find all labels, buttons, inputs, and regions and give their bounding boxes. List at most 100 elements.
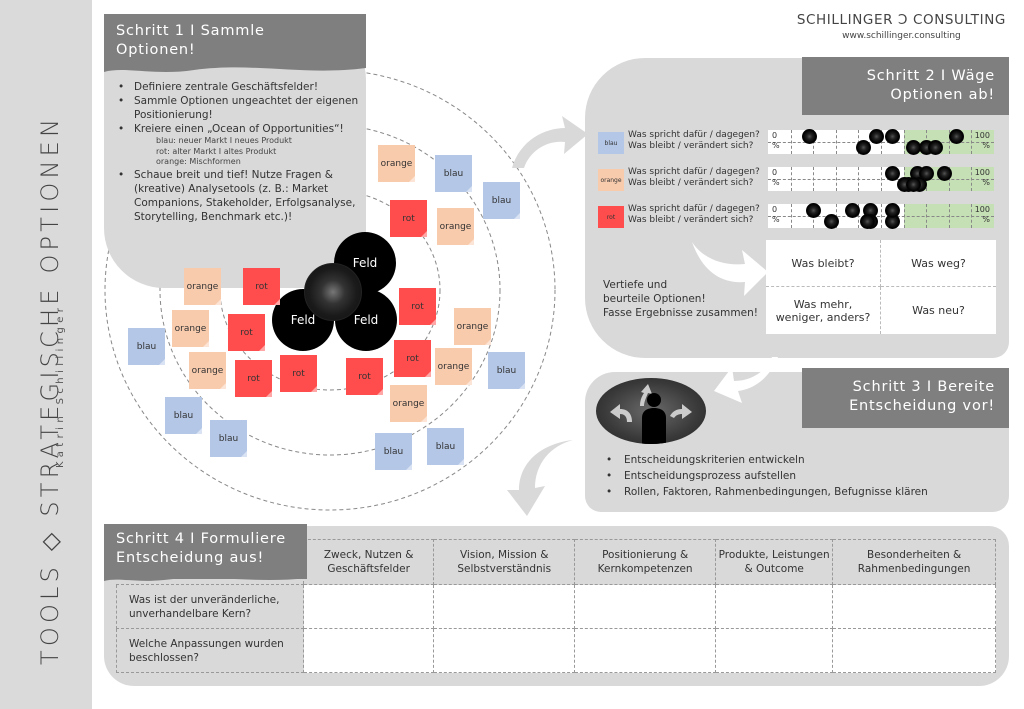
- column-header: Produkte, Leistungen & Outcome: [715, 539, 834, 585]
- sticky-note-rot[interactable]: rot: [235, 360, 272, 397]
- step2-banner: Schritt 2 I Wäge Optionen ab!: [802, 57, 1009, 115]
- rating-scale: 0% 100%: [768, 203, 994, 229]
- sticky-note-rot[interactable]: rot: [394, 340, 431, 377]
- rating-dot[interactable]: [844, 203, 860, 218]
- step3-banner: Schritt 3 I Bereite Entscheidung vor!: [802, 368, 1009, 428]
- arrow-step3-to-step4-icon: [507, 440, 573, 516]
- sticky-note-blau[interactable]: blau: [427, 428, 464, 465]
- rating-dot[interactable]: [885, 214, 901, 229]
- sticky-note-orange[interactable]: orange: [172, 310, 209, 347]
- brand: SCHILLINGER Ɔ CONSULTING www.schillinger…: [797, 12, 1006, 41]
- rating-dot[interactable]: [860, 214, 876, 229]
- decision-table: Zweck, Nutzen & Geschäftsfelder Vision, …: [116, 539, 996, 673]
- sticky-note-rot[interactable]: rot: [228, 314, 265, 351]
- rating-dot[interactable]: [885, 129, 901, 144]
- rating-scale: 0%100%: [768, 166, 994, 192]
- matrix-cell-bleibt: Was bleibt?: [766, 240, 881, 287]
- rating-dot[interactable]: [905, 177, 921, 192]
- sticky-note-blau[interactable]: blau: [375, 433, 412, 470]
- step1-instructions: Definiere zentrale Geschäftsfelder! Samm…: [116, 80, 364, 224]
- scale-midline: [768, 179, 994, 180]
- rating-dot[interactable]: [855, 140, 871, 155]
- step1-banner: Schritt 1 I Sammle Optionen!: [104, 14, 366, 72]
- question-pro-contra: Was spricht dafür / dagegen?: [628, 130, 760, 140]
- question-pro-contra: Was spricht dafür / dagegen?: [628, 167, 760, 177]
- step2-title-line2: Optionen ab!: [890, 87, 995, 103]
- sticky-note-blau[interactable]: blau: [483, 182, 520, 219]
- table-cell[interactable]: [433, 628, 576, 673]
- sticky-note-orange[interactable]: orange: [378, 145, 415, 182]
- sidebar: TOOLS ◇ STRATEGISCHE OPTIONEN Katrin Sch…: [0, 0, 92, 709]
- sticky-note-blau[interactable]: blau: [165, 397, 202, 434]
- rating-dot[interactable]: [824, 214, 840, 229]
- rating-dot[interactable]: [869, 129, 885, 144]
- field-label: Feld: [353, 313, 379, 327]
- legend-blau: blau: neuer Markt I neues Produkt: [156, 136, 292, 145]
- matrix-cell-mehr-weniger: Was mehr, weniger, anders?: [766, 287, 881, 334]
- rating-dot[interactable]: [905, 140, 921, 155]
- ring-middle: [159, 124, 501, 456]
- ring-outer: [104, 69, 556, 511]
- banner-wave: [104, 62, 366, 72]
- table-cell[interactable]: [302, 584, 435, 629]
- table-cell[interactable]: [433, 584, 576, 629]
- evaluation-matrix: Was bleibt? Was weg? Was mehr, weniger, …: [766, 240, 996, 334]
- decision-person-image: [596, 378, 706, 444]
- deepen-line: Vertiefe und: [603, 279, 668, 291]
- row-label: Welche Anpassungen wurden beschlossen?: [116, 628, 304, 673]
- scale-max-label: 100%: [974, 131, 990, 150]
- step1-title-line1: Schritt 1 I Sammle: [116, 23, 265, 39]
- table-cell[interactable]: [715, 584, 834, 629]
- sticky-note-orange[interactable]: orange: [390, 385, 427, 422]
- table-cell[interactable]: [715, 628, 834, 673]
- rating-dot[interactable]: [928, 140, 944, 155]
- table-cell[interactable]: [832, 628, 996, 673]
- sticky-note-orange[interactable]: orange: [184, 268, 221, 305]
- scale-min-label: 0%: [772, 205, 780, 224]
- rating-dot[interactable]: [801, 129, 817, 144]
- sticky-note-orange[interactable]: orange: [189, 352, 226, 389]
- rating-questions: Was spricht dafür / dagegen?Was bleibt /…: [628, 130, 760, 152]
- rating-dot[interactable]: [948, 129, 964, 144]
- sticky-note-rot[interactable]: rot: [346, 358, 383, 395]
- banner-wave: [104, 574, 307, 581]
- question-change: Was bleibt / verändert sich?: [628, 215, 754, 225]
- table-cell[interactable]: [302, 628, 435, 673]
- rating-dot[interactable]: [806, 203, 822, 218]
- rating-dot[interactable]: [885, 166, 901, 181]
- sticky-note-rot[interactable]: rot: [390, 200, 427, 237]
- table-cell[interactable]: [574, 628, 717, 673]
- step1-bullet: Definiere zentrale Geschäftsfelder!: [116, 80, 364, 94]
- sticky-note-blau[interactable]: blau: [488, 352, 525, 389]
- matrix-cell-weg: Was weg?: [881, 240, 996, 287]
- legend-orange: orange: Mischformen: [156, 157, 241, 166]
- brand-name: SCHILLINGER Ɔ CONSULTING: [796, 12, 1006, 28]
- sticky-note-orange[interactable]: orange: [437, 208, 474, 245]
- color-legend: blau: neuer Markt I neues Produkt rot: a…: [116, 136, 364, 168]
- rating-dot[interactable]: [885, 203, 901, 218]
- rating-dot[interactable]: [937, 166, 953, 181]
- step1-bullet: Schaue breit und tief! Nutze Fragen & (k…: [116, 168, 364, 224]
- sticky-note-rot[interactable]: rot: [280, 355, 317, 392]
- sticky-note-blau[interactable]: blau: [210, 420, 247, 457]
- scale-max-label: 100%: [974, 205, 990, 224]
- question-pro-contra: Was spricht dafür / dagegen?: [628, 204, 760, 214]
- sticky-note-orange[interactable]: orange: [454, 308, 491, 345]
- sticky-note-blau[interactable]: blau: [435, 155, 472, 192]
- rating-questions: Was spricht dafür / dagegen?Was bleibt /…: [628, 167, 760, 189]
- column-header: Zweck, Nutzen & Geschäftsfelder: [302, 539, 435, 585]
- table-cell[interactable]: [574, 584, 717, 629]
- sticky-note-rot[interactable]: rot: [399, 288, 436, 325]
- step4-title-line2: Entscheidung aus!: [116, 550, 265, 566]
- sticky-note-rot[interactable]: rot: [243, 268, 280, 305]
- sticky-note-blau[interactable]: blau: [128, 328, 165, 365]
- step2-title-line1: Schritt 2 I Wäge: [866, 68, 995, 84]
- arrow-step2-to-step3-icon: [714, 357, 778, 403]
- table-cell[interactable]: [832, 584, 996, 629]
- rating-sticky-orange: orange: [598, 169, 624, 191]
- rating-sticky-blau: blau: [598, 132, 624, 154]
- step3-bullet: Rollen, Faktoren, Rahmenbedingungen, Bef…: [604, 484, 928, 500]
- rating-sticky-rot: rot: [598, 206, 624, 228]
- sticky-note-orange[interactable]: orange: [435, 348, 472, 385]
